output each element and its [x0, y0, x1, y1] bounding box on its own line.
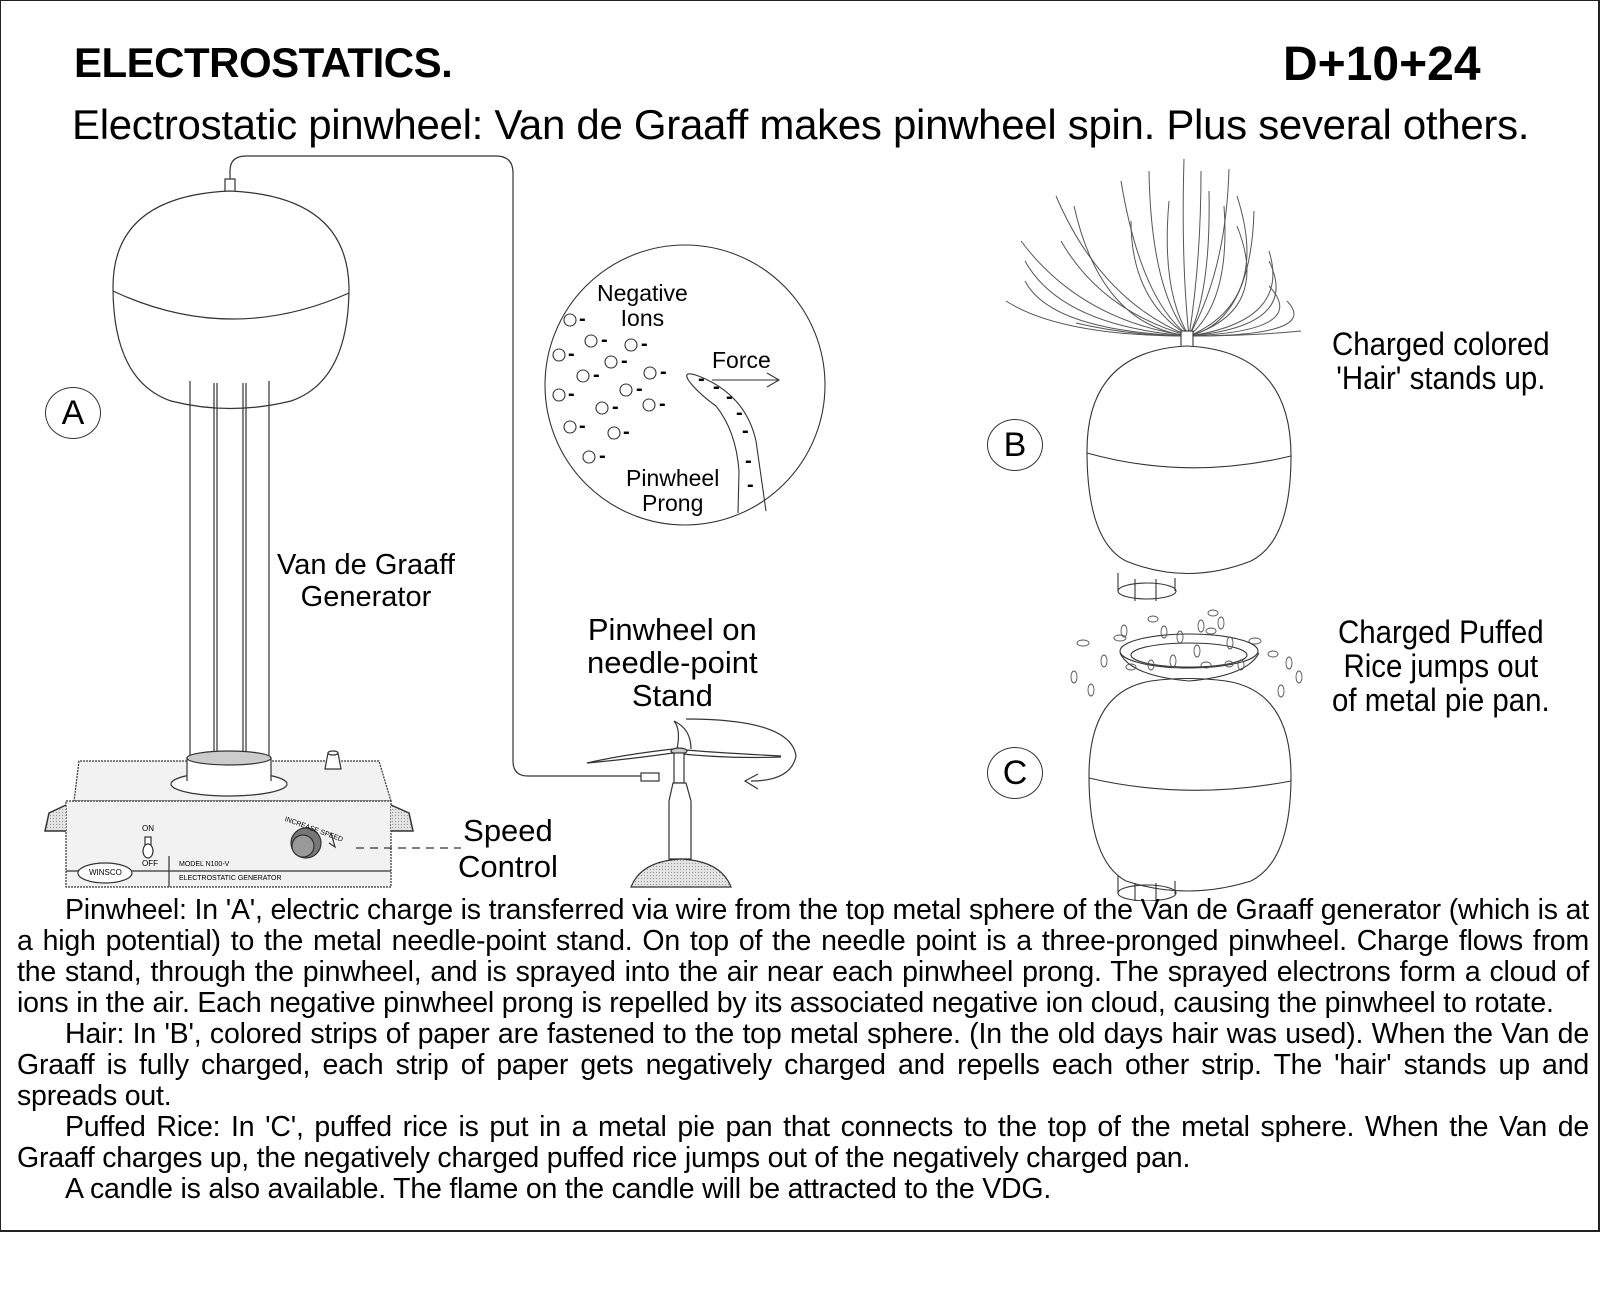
product-label: ELECTROSTATIC GENERATOR	[179, 875, 282, 882]
sphere-with-pie-pan	[1070, 609, 1303, 901]
svg-text:-: -	[660, 361, 667, 383]
generator-label-line2: Generator	[300, 581, 432, 613]
demo-code: D+10+24	[1283, 38, 1481, 91]
speed-control-label: Speed Control	[458, 813, 558, 885]
svg-text:-: -	[579, 415, 586, 437]
ion-inset-diagram	[544, 244, 826, 526]
ions-label-line1: Negative	[597, 280, 688, 306]
paper-hair-strips	[1005, 158, 1302, 337]
generator-label-line1: Van de Graaff	[277, 549, 455, 581]
svg-text:-: -	[568, 383, 575, 405]
rice-caption-line3: of metal pie pan.	[1332, 682, 1550, 718]
figure-tag-b: B	[987, 419, 1043, 471]
svg-text:-: -	[621, 350, 628, 372]
hair-caption-line1: Charged colored	[1332, 326, 1550, 362]
model-label: MODEL N100-V	[179, 861, 230, 868]
svg-text:-: -	[747, 474, 754, 496]
paragraph-pinwheel: Pinwheel: In 'A', electric charge is tra…	[17, 894, 1589, 1019]
force-label: Force	[712, 347, 771, 373]
svg-text:-: -	[641, 333, 648, 355]
pinwheel-stand	[586, 718, 797, 888]
svg-text:-: -	[601, 329, 608, 351]
negative-ion-circles	[552, 313, 657, 464]
pinwheel-stand-label: Pinwheel on needle-point Stand	[587, 613, 758, 712]
pinwheel-label-line1: Pinwheel on	[587, 612, 757, 647]
switch-off-label: OFF	[142, 859, 158, 868]
rice-caption-line2: Rice jumps out	[1343, 648, 1539, 684]
svg-text:-: -	[742, 420, 749, 442]
ions-label-line2: Ions	[620, 305, 665, 331]
prong-label-line2: Prong	[641, 490, 704, 516]
svg-text:-: -	[636, 378, 643, 400]
hair-caption: Charged colored 'Hair' stands up.	[1332, 327, 1550, 395]
puffed-rice-grains	[1070, 609, 1303, 698]
c-base-stub	[1117, 876, 1177, 901]
svg-text:-: -	[612, 396, 619, 418]
prong-label-line1: Pinwheel	[626, 465, 720, 491]
svg-text:-: -	[599, 445, 606, 467]
sphere-with-hair	[1005, 158, 1302, 601]
svg-text:-: -	[736, 402, 743, 424]
figure-tag-a: A	[45, 387, 101, 439]
svg-text:-: -	[698, 368, 705, 390]
svg-text:-: -	[579, 308, 586, 330]
connecting-wire	[229, 155, 641, 777]
page-subtitle: Electrostatic pinwheel: Van de Graaff ma…	[72, 101, 1530, 148]
generator-label: Van de Graaff Generator	[277, 549, 455, 613]
ion-minus-signs: --- --- --- --- -- --- ----	[568, 308, 754, 496]
svg-text:-: -	[726, 386, 733, 408]
illustration: --- --- --- --- -- --- ----	[44, 155, 1303, 901]
brand-badge: WINSCO	[89, 868, 122, 877]
speed-label-line2: Control	[458, 849, 558, 884]
paragraph-hair: Hair: In 'B', colored strips of paper ar…	[17, 1018, 1589, 1112]
speed-label-line1: Speed	[463, 813, 553, 848]
description-text: Pinwheel: In 'A', electric charge is tra…	[17, 895, 1589, 1205]
rice-caption-line1: Charged Puffed	[1337, 614, 1544, 650]
paragraph-puffed-rice: Puffed Rice: In 'C', puffed rice is put …	[17, 1111, 1589, 1174]
negative-ions-label: Negative Ions	[597, 281, 688, 331]
pinwheel-label-line3: Stand	[631, 678, 713, 713]
svg-text:-: -	[713, 376, 720, 398]
b-base-stub	[1117, 573, 1177, 601]
pinwheel-label-line2: needle-point	[587, 645, 758, 680]
hair-caption-line2: 'Hair' stands up.	[1336, 360, 1546, 396]
paragraph-candle: A candle is also available. The flame on…	[65, 1173, 1052, 1205]
page-title: ELECTROSTATICS.	[74, 39, 453, 86]
svg-text:-: -	[568, 343, 575, 365]
van-de-graaff-generator	[44, 155, 641, 888]
svg-text:-: -	[623, 421, 630, 443]
demo-sheet: ELECTROSTATICS. D+10+24 Electrostatic pi…	[0, 0, 1600, 1232]
switch-on-label: ON	[142, 824, 154, 833]
svg-text:-: -	[745, 450, 752, 472]
figure-tag-c: C	[987, 747, 1043, 799]
svg-text:-: -	[659, 393, 666, 415]
pinwheel-prong-label: Pinwheel Prong	[626, 466, 719, 516]
svg-text:-: -	[593, 364, 600, 386]
rice-caption: Charged Puffed Rice jumps out of metal p…	[1332, 615, 1550, 717]
